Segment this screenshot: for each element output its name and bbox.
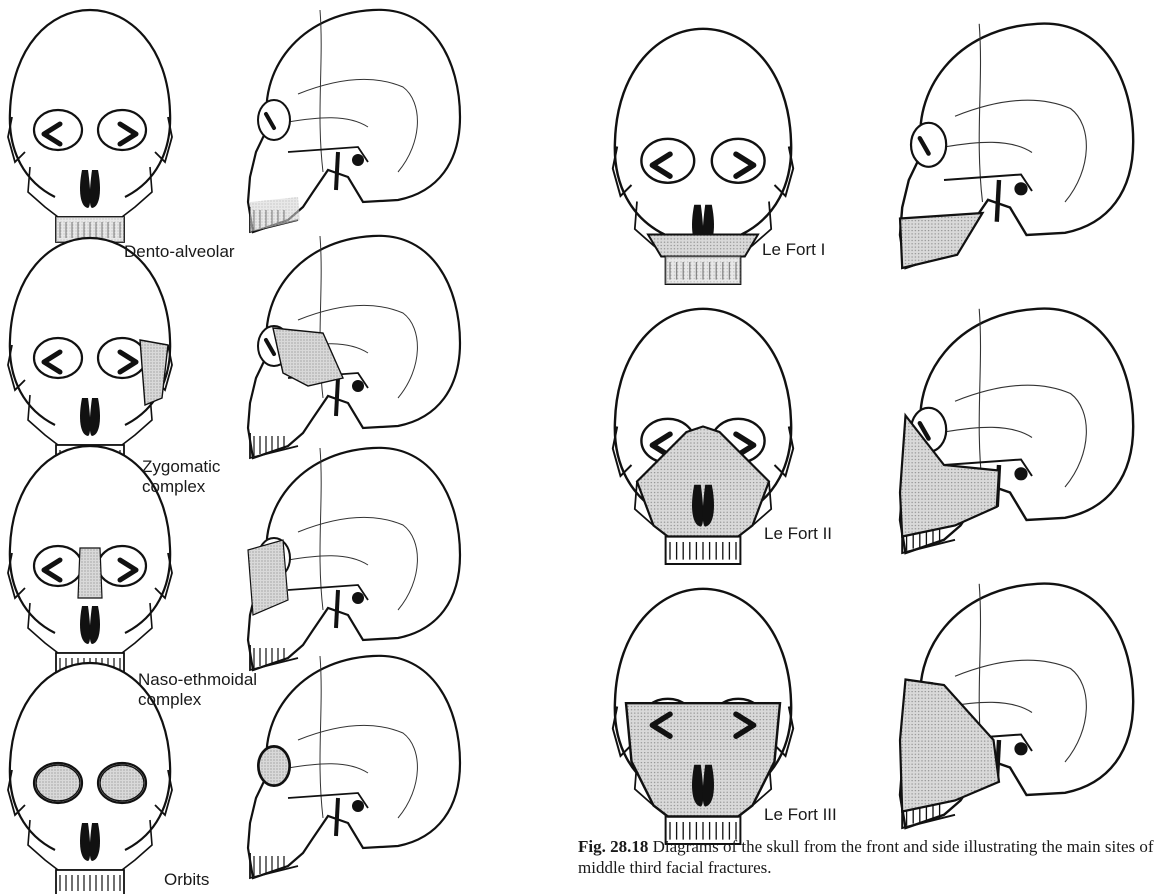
side-skull-naso-ethmoidal <box>248 448 460 670</box>
label-orbits: Orbits <box>164 870 209 890</box>
label-dento-alveolar: Dento-alveolar <box>124 242 235 262</box>
side-skull-dento-alveolar <box>248 10 460 232</box>
label-naso-ethmoidal-line1: Naso-ethmoidal <box>138 670 257 690</box>
label-naso-ethmoidal-line2: complex <box>138 690 201 710</box>
side-skull-orbits <box>248 656 460 878</box>
front-skull-dento-alveolar <box>8 10 172 242</box>
side-skull-le-fort-3 <box>900 584 1133 828</box>
label-le-fort-3: Le Fort III <box>764 805 837 825</box>
front-skull-zygomatic <box>8 238 172 470</box>
side-skull-zygomatic <box>248 236 460 458</box>
label-zygomatic-line1: Zygomatic <box>142 457 220 477</box>
side-skull-le-fort-2 <box>900 309 1133 553</box>
label-zygomatic-line2: complex <box>142 477 205 497</box>
figure-number: Fig. 28.18 <box>578 837 648 856</box>
label-le-fort-1: Le Fort I <box>762 240 825 260</box>
label-le-fort-2: Le Fort II <box>764 524 832 544</box>
side-skull-le-fort-1 <box>900 24 1133 268</box>
caption-text: Diagrams of the skull from the front and… <box>578 837 1154 877</box>
figure-caption: Fig. 28.18 Diagrams of the skull from th… <box>578 836 1164 878</box>
